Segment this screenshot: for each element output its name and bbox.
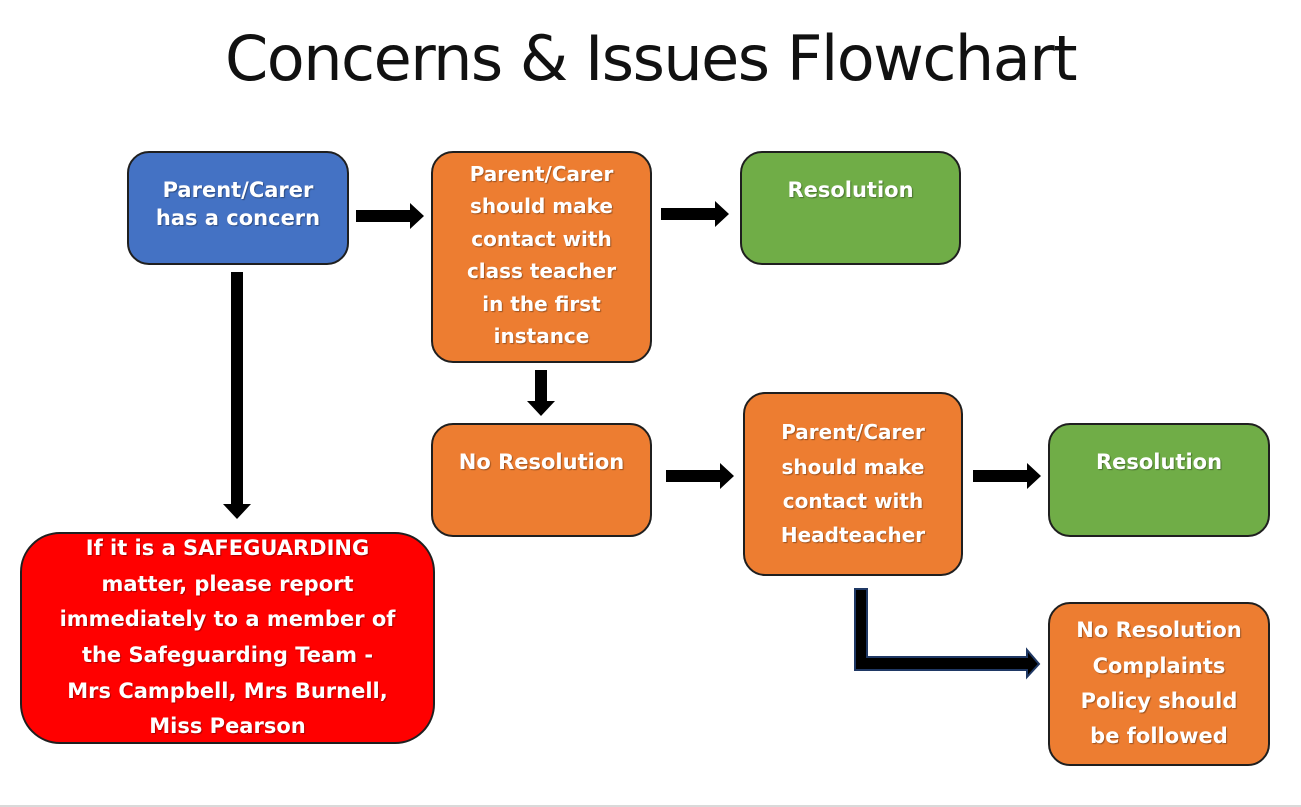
node-line: Complaints: [1092, 653, 1226, 678]
node-line: If it is a SAFEGUARDING: [85, 535, 370, 560]
node-line: instance: [493, 323, 590, 348]
node-line: Parent/Carer: [781, 420, 925, 445]
node-complaints-policy: No Resolution Complaints Policy should b…: [1048, 602, 1270, 766]
node-line: the Safeguarding Team -: [81, 643, 374, 667]
node-contact-headteacher: Parent/Carer should make contact with He…: [743, 392, 963, 576]
arrow-no-resolution-to-headteacher: [666, 463, 734, 489]
node-line: should make: [470, 194, 613, 219]
node-line: should make: [781, 454, 925, 479]
node-no-resolution-first: No Resolution: [431, 423, 652, 537]
node-line: in the first: [482, 291, 601, 316]
arrow-teacher-to-no-resolution: [527, 370, 555, 416]
arrow-concern-to-safeguarding: [223, 272, 251, 519]
node-line: Resolution: [787, 178, 914, 202]
node-line: contact with: [782, 489, 924, 513]
node-line: Mrs Campbell, Mrs Burnell,: [67, 678, 388, 703]
node-line: immediately to a member of: [59, 607, 396, 632]
node-contact-class-teacher: Parent/Carer should make contact with cl…: [431, 151, 652, 363]
node-line: Parent/Carer: [162, 178, 314, 203]
node-line: be followed: [1090, 724, 1228, 749]
node-line: Miss Pearson: [149, 714, 306, 739]
node-parent-has-concern: Parent/Carer has a concern: [127, 151, 349, 265]
arrow-headteacher-to-complaints: [854, 588, 1041, 680]
node-line: has a concern: [155, 206, 321, 230]
node-line: class teacher: [466, 259, 617, 284]
arrow-teacher-to-resolution: [661, 201, 729, 227]
node-line: contact with: [471, 226, 612, 251]
node-line: Policy should: [1080, 689, 1238, 713]
arrow-headteacher-to-resolution: [973, 463, 1041, 489]
node-line: Headteacher: [780, 523, 926, 548]
node-line: Parent/Carer: [469, 162, 614, 186]
page-title: Concerns & Issues Flowchart: [224, 22, 1078, 95]
bottom-divider: [0, 805, 1301, 807]
arrow-concern-to-teacher: [356, 203, 424, 229]
node-line: Resolution: [1095, 450, 1223, 474]
node-resolution-second: Resolution: [1048, 423, 1270, 537]
node-line: No Resolution: [1076, 618, 1242, 643]
node-line: No Resolution: [458, 450, 625, 474]
node-line: matter, please report: [101, 571, 354, 596]
node-resolution-first: Resolution: [740, 151, 961, 265]
node-safeguarding-notice: If it is a SAFEGUARDING matter, please r…: [20, 532, 435, 744]
